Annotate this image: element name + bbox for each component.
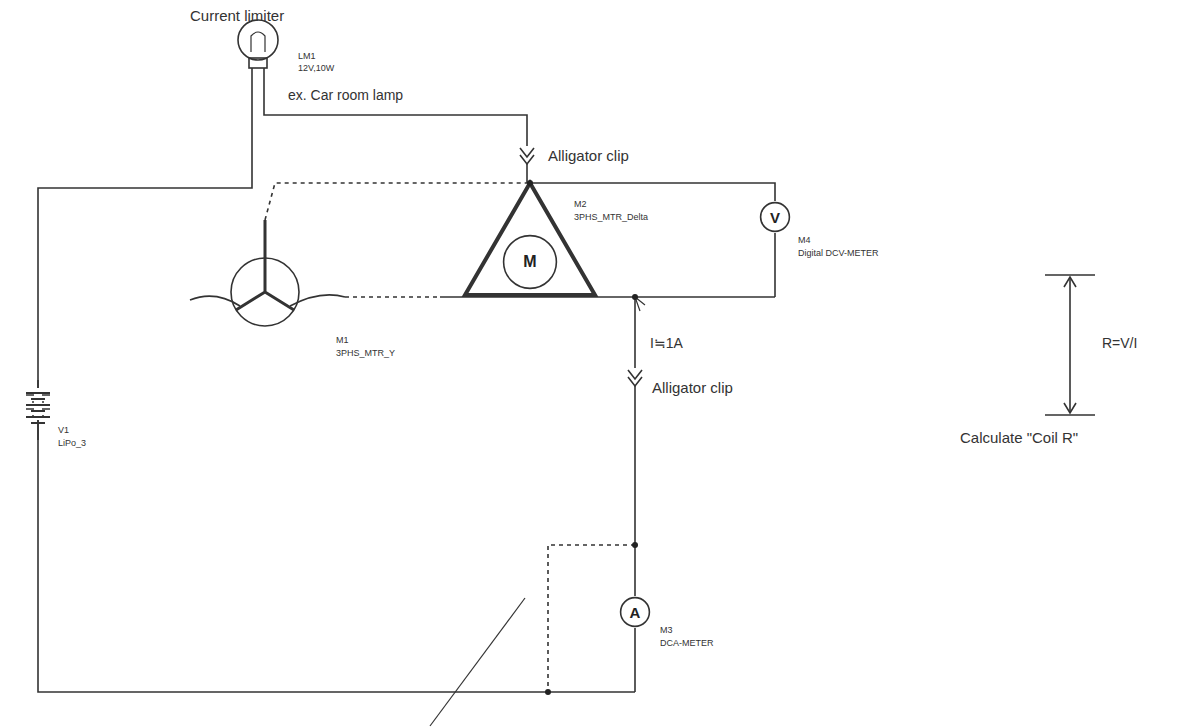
current-note: I≒1A bbox=[650, 336, 683, 351]
part-id: V1 bbox=[58, 426, 69, 436]
lamp-bulb bbox=[238, 20, 278, 60]
symbol-letter: A bbox=[630, 604, 641, 621]
part-name: 3PHS_MTR_Y bbox=[336, 349, 395, 359]
part-title: Current limiter bbox=[190, 8, 284, 25]
clip-label: Alligator clip bbox=[548, 148, 629, 165]
part-name: DCA-METER bbox=[660, 639, 714, 649]
symbol-letter: V bbox=[770, 209, 780, 226]
ammeter-symbol: A bbox=[619, 596, 651, 628]
instruction-note: Calculate "Coil R" bbox=[960, 430, 1078, 447]
part-name: LiPo_3 bbox=[58, 439, 86, 449]
part-name: 3PHS_MTR_Delta bbox=[574, 213, 648, 223]
voltmeter-symbol: V bbox=[759, 201, 791, 233]
part-id: M2 bbox=[574, 200, 587, 210]
example-note: ex. Car room lamp bbox=[288, 88, 403, 103]
part-rating: 12V,10W bbox=[298, 64, 334, 74]
part-id: LM1 bbox=[298, 52, 316, 62]
part-id: M1 bbox=[336, 336, 349, 346]
symbol-letter: M bbox=[523, 253, 536, 271]
part-id: M3 bbox=[660, 626, 673, 636]
part-id: M4 bbox=[798, 236, 811, 246]
formula: R=V/I bbox=[1102, 336, 1137, 351]
clip-label: Alligator clip bbox=[652, 380, 733, 397]
part-name: Digital DCV-METER bbox=[798, 249, 879, 259]
motor-symbol: M bbox=[502, 234, 558, 290]
